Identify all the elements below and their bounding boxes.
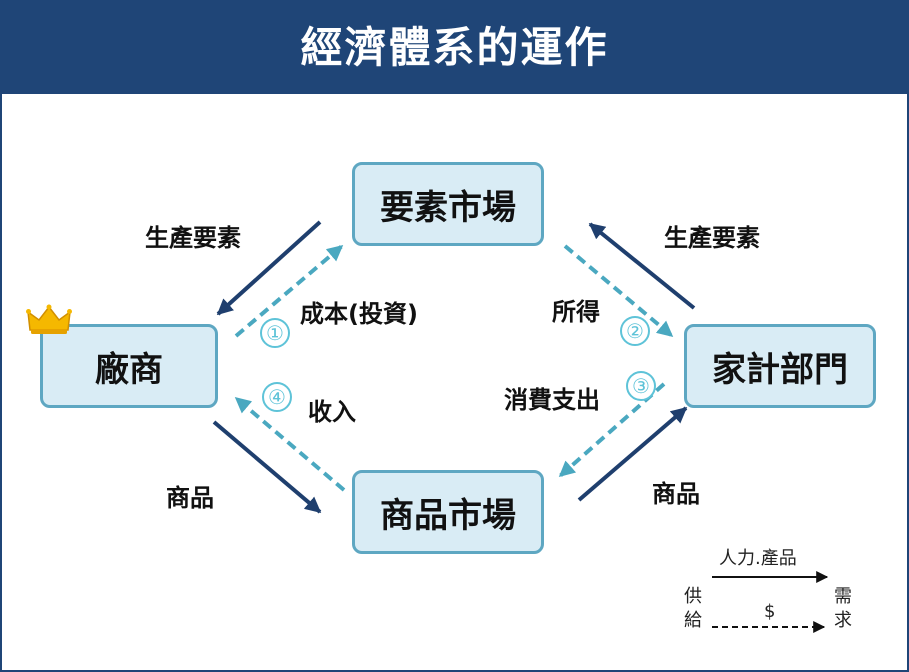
arrow-goods-market-to-households [577, 406, 688, 502]
arrow-firms-to-goods-market [212, 420, 322, 514]
label-goods-right: 商品 [652, 480, 700, 508]
title-bar: 經濟體系的運作 [2, 2, 907, 94]
legend-demand-char-2: 求 [834, 610, 852, 631]
step-number-3: ③ [626, 371, 656, 401]
node-households: 家計部門 [684, 324, 876, 408]
legend-supply-char-2: 給 [684, 610, 702, 631]
label-factors-left: 生產要素 [145, 224, 241, 252]
legend-demand-char-1: 需 [834, 586, 852, 607]
arrow-cost-to-factor-market [234, 244, 344, 338]
node-goods-market: 商品市場 [352, 470, 544, 554]
arrow-households-to-factor-market [588, 222, 696, 310]
arrow-income-to-households [563, 244, 674, 338]
node-factor-market: 要素市場 [352, 162, 544, 246]
label-goods-left: 商品 [166, 484, 214, 512]
label-factors-right: 生產要素 [664, 224, 760, 252]
page-title: 經濟體系的運作 [300, 23, 609, 72]
legend-solid-label: 人力.產品 [719, 548, 797, 569]
label-consumption: 消費支出 [504, 386, 600, 414]
arrow-revenue-to-firms [234, 396, 346, 492]
label-cost: 成本(投資) [300, 300, 418, 328]
step-number-2: ② [620, 316, 650, 346]
node-firms: 廠商 [40, 324, 218, 408]
crown-icon [26, 304, 72, 334]
label-revenue: 收入 [308, 398, 356, 426]
arrow-factors-to-firms [216, 220, 322, 316]
step-number-4: ④ [262, 382, 292, 412]
step-number-1: ① [260, 318, 290, 348]
legend-supply-char-1: 供 [684, 586, 702, 607]
label-income: 所得 [552, 298, 600, 326]
legend-dashed-label: $ [764, 601, 776, 622]
